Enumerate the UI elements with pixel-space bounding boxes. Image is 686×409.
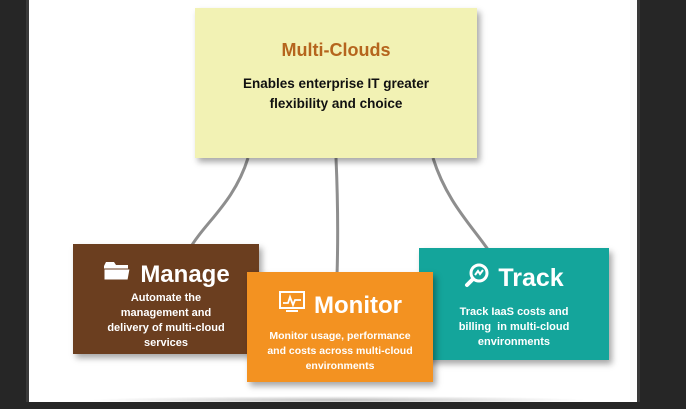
diagram-frame: Multi-Clouds Enables enterprise IT great… <box>26 0 640 402</box>
track-header: Track <box>419 262 609 295</box>
description-line: environments <box>477 336 551 348</box>
description-line: services <box>143 337 189 349</box>
monitor-description: Monitor usage, performance and costs acr… <box>247 329 433 374</box>
monitor-card: Monitor Monitor usage, performance and c… <box>247 272 433 382</box>
chart-monitor-icon <box>278 290 306 321</box>
description-line: and costs across multi-cloud <box>267 345 413 357</box>
description-line: billing in multi-cloud <box>458 321 570 333</box>
track-description: Track IaaS costs and billing in multi-cl… <box>419 305 609 350</box>
multi-clouds-subtitle: Enables enterprise IT greater flexibilit… <box>195 74 477 114</box>
description-line: environments <box>305 360 375 372</box>
floor-shadow <box>89 396 589 402</box>
wire-to-monitor <box>334 157 340 277</box>
description-line: Monitor usage, performance <box>269 330 411 342</box>
wire-to-manage <box>187 157 250 251</box>
monitor-title: Monitor <box>314 291 402 319</box>
subtitle-line: flexibility and choice <box>269 96 403 111</box>
magnifier-icon <box>464 262 490 295</box>
description-line: delivery of multi-cloud <box>107 322 225 334</box>
multi-clouds-box: Multi-Clouds Enables enterprise IT great… <box>195 8 477 158</box>
manage-header: Manage <box>73 260 259 289</box>
description-line: Automate the <box>130 292 202 304</box>
subtitle-line: Enables enterprise IT greater <box>242 76 430 91</box>
manage-description: Automate the management and delivery of … <box>73 291 259 351</box>
folder-icon <box>102 260 132 289</box>
connector-wires <box>187 157 493 277</box>
manage-title: Manage <box>140 260 230 288</box>
wire-to-track <box>431 157 493 255</box>
manage-card: Manage Automate the management and deliv… <box>73 244 259 354</box>
multi-clouds-title: Multi-Clouds <box>281 40 391 60</box>
monitor-header: Monitor <box>247 290 433 321</box>
track-card: Track Track IaaS costs and billing in mu… <box>419 248 609 360</box>
track-title: Track <box>498 264 564 292</box>
description-line: Track IaaS costs and <box>459 306 569 318</box>
description-line: management and <box>120 307 212 319</box>
